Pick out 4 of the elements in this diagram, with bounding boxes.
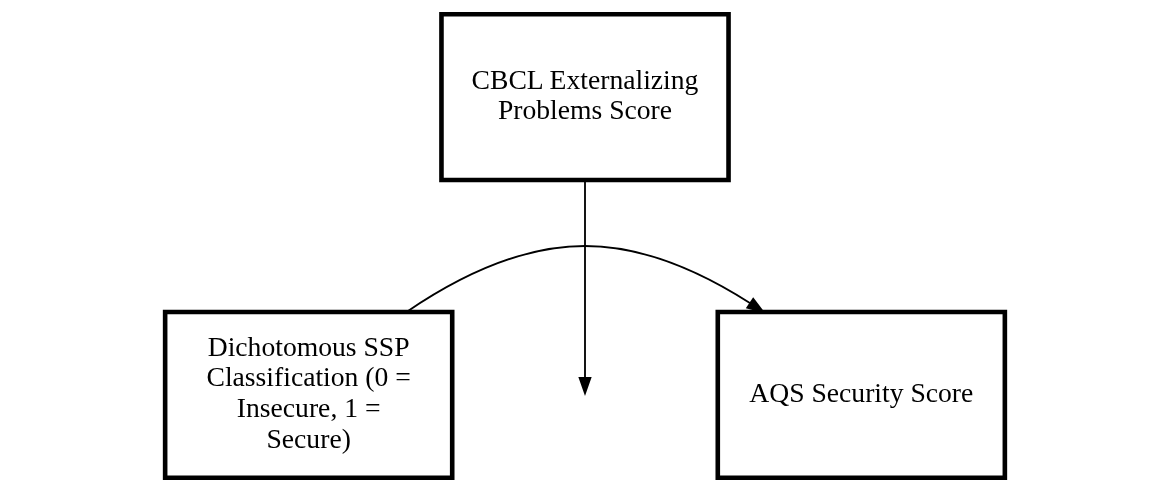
node-box: AQS Security Score [715,309,1007,481]
arrow [577,179,592,397]
node-box: Dichotomous SSP Classification (0 = Insecure, 1 = Secure) [162,309,454,481]
node-box: CBCL Externalizing Problems Score [438,11,731,183]
